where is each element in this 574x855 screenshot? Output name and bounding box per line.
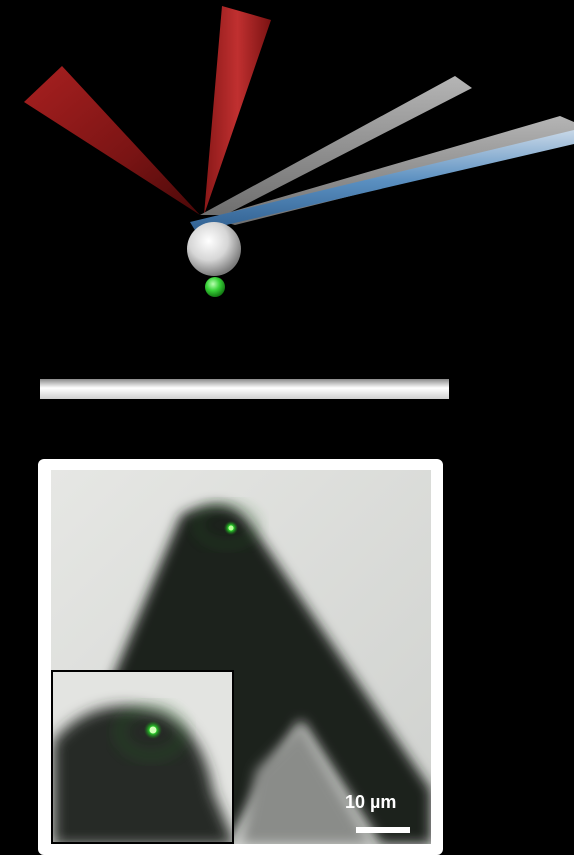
afm-cantilever-illustration	[0, 0, 574, 420]
magnified-tip-inset	[51, 670, 234, 844]
fluorescent-bead	[205, 277, 225, 297]
scale-bar	[356, 827, 410, 833]
probe-cone-left	[24, 66, 200, 215]
colloidal-sphere	[187, 222, 241, 276]
scale-bar-label: 10 µm	[345, 792, 396, 813]
micrograph-frame: 10 µm	[38, 459, 443, 855]
cantilever-edge	[190, 130, 574, 232]
cantilever-tip-micrograph: 10 µm	[51, 470, 431, 844]
substrate-slab	[40, 379, 449, 399]
